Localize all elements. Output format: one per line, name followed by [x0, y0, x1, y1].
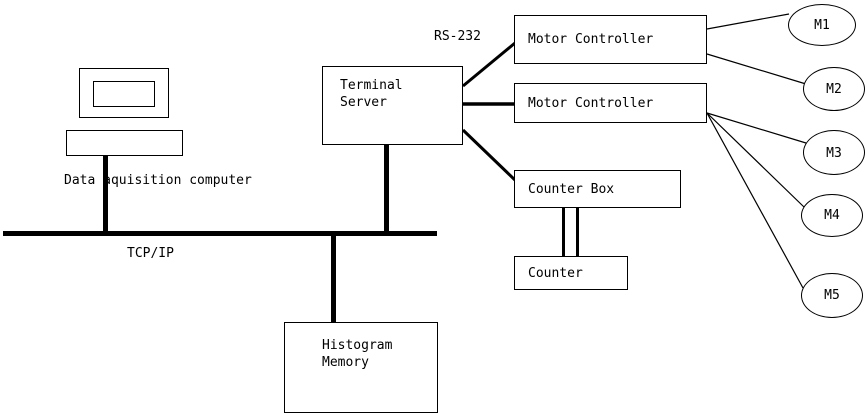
motor-controller-1-label: Motor Controller [528, 32, 654, 47]
edge-motor-controller-2-to-m4 [706, 112, 805, 208]
motor-m3-label: M3 [826, 146, 842, 161]
node-motor-m5: M5 [801, 273, 863, 318]
node-motor-m4: M4 [801, 194, 863, 237]
edge-motor-controller-2-to-m3 [706, 112, 807, 144]
counter-box-label: Counter Box [528, 182, 615, 197]
tcpip-label: TCP/IP [127, 246, 174, 261]
counter-label: Counter [528, 266, 583, 281]
computer-screen-icon [93, 81, 155, 107]
edge-terminal-server-to-counter-box [461, 128, 518, 183]
node-histogram-memory: Histogram Memory [284, 322, 438, 413]
node-motor-m3: M3 [803, 130, 865, 175]
terminal-server-label-line2: Server [340, 95, 387, 110]
data-acquisition-computer-label: Data aquisition computer [64, 173, 252, 188]
motor-m5-label: M5 [824, 288, 840, 303]
edge-terminal-server-to-motor-controller-1 [462, 41, 516, 88]
node-counter-box: Counter Box [514, 170, 681, 208]
edge-motor-controller-2-to-m5 [706, 112, 804, 289]
edge-motor-controller-1-to-m2 [706, 53, 807, 85]
motor-m1-label: M1 [814, 18, 830, 33]
node-motor-controller-1: Motor Controller [514, 15, 707, 64]
computer-keyboard-icon [66, 130, 183, 156]
motor-m4-label: M4 [824, 208, 840, 223]
histogram-memory-label-line1: Histogram [322, 338, 393, 353]
terminal-server-label-line1: Terminal [340, 78, 403, 93]
node-terminal-server: Terminal Server [322, 66, 463, 145]
counter-bus-line-a [562, 207, 565, 258]
tcpip-bus-line [3, 231, 437, 236]
histogram-memory-label-line2: Memory [322, 355, 369, 370]
counter-bus-line-b [576, 207, 579, 258]
node-motor-m2: M2 [803, 67, 865, 111]
bus-drop-histogram-memory [331, 233, 336, 323]
bus-drop-data-acquisition-computer [103, 156, 108, 234]
rs232-label: RS-232 [434, 29, 481, 44]
node-motor-controller-2: Motor Controller [514, 83, 707, 123]
motor-m2-label: M2 [826, 82, 842, 97]
bus-drop-terminal-server [384, 145, 389, 234]
node-motor-m1: M1 [788, 4, 856, 46]
motor-controller-2-label: Motor Controller [528, 96, 654, 111]
node-counter: Counter [514, 256, 628, 290]
edge-motor-controller-1-to-m1 [706, 13, 790, 30]
